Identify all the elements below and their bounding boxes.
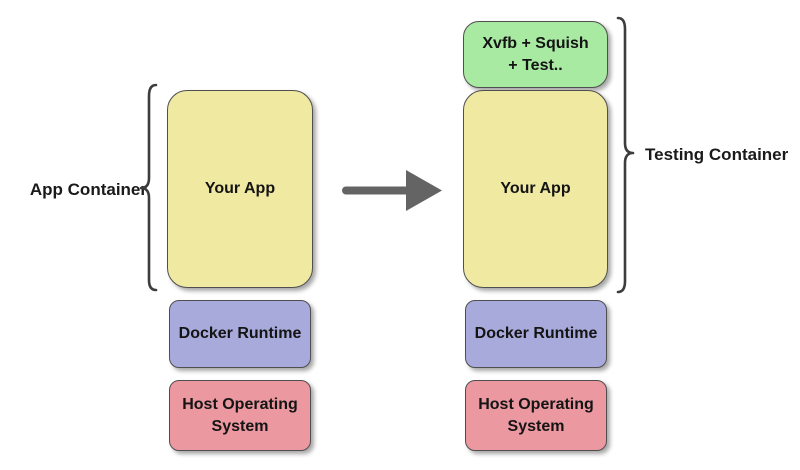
left-your-app-box: Your App bbox=[167, 90, 313, 288]
left-docker-runtime-box: Docker Runtime bbox=[169, 300, 311, 368]
right-xvfb-squish-test-box: Xvfb + Squish + Test.. bbox=[463, 21, 608, 88]
arrow-head bbox=[406, 170, 442, 211]
testing-container-label: Testing Container bbox=[645, 145, 789, 164]
right-host-os-box: Host Operating System bbox=[465, 380, 607, 451]
left-curly-brace-path bbox=[139, 83, 158, 292]
left-curly-brace bbox=[139, 83, 158, 292]
right-curly-brace-path bbox=[616, 16, 635, 294]
left-host-os-box: Host Operating System bbox=[169, 380, 311, 451]
right-arrow-icon bbox=[342, 170, 442, 211]
app-container-label: App Container bbox=[29, 180, 147, 199]
right-curly-brace bbox=[616, 16, 635, 294]
right-docker-runtime-box: Docker Runtime bbox=[465, 300, 607, 368]
right-your-app-box: Your App bbox=[463, 90, 608, 288]
